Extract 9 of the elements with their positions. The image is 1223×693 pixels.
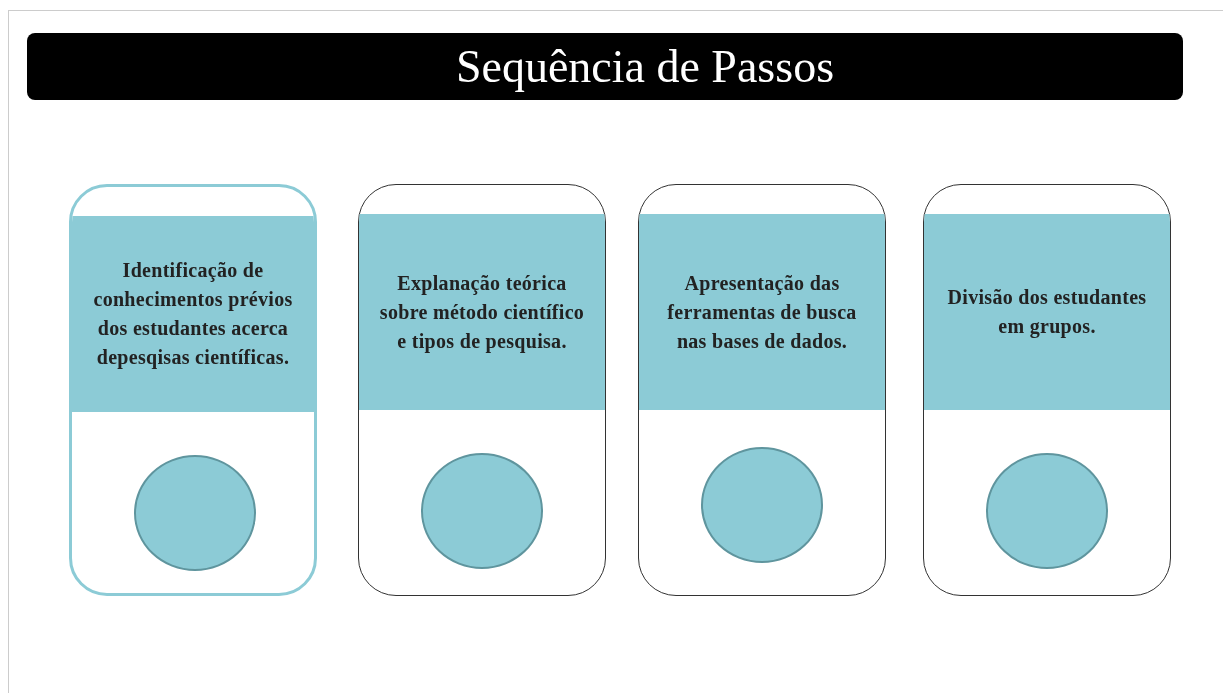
step-text-band: Explanação teórica sobre método científico e tipos de pesquisa. [359, 214, 605, 410]
step-card [69, 184, 317, 596]
step-card [638, 184, 886, 596]
step-text-band: Apresentação das ferramentas de busca nas bases de dados. [639, 214, 885, 410]
step-card [923, 184, 1171, 596]
step-card [358, 184, 606, 596]
step-text-band: Identificação de conhecimentos prévios dos estudantes acerca depesqisas científicas. [72, 216, 314, 412]
step-text-band: Divisão dos estudantes em grupos. [924, 214, 1170, 410]
title-bar: Sequência de Passos [27, 33, 1183, 100]
